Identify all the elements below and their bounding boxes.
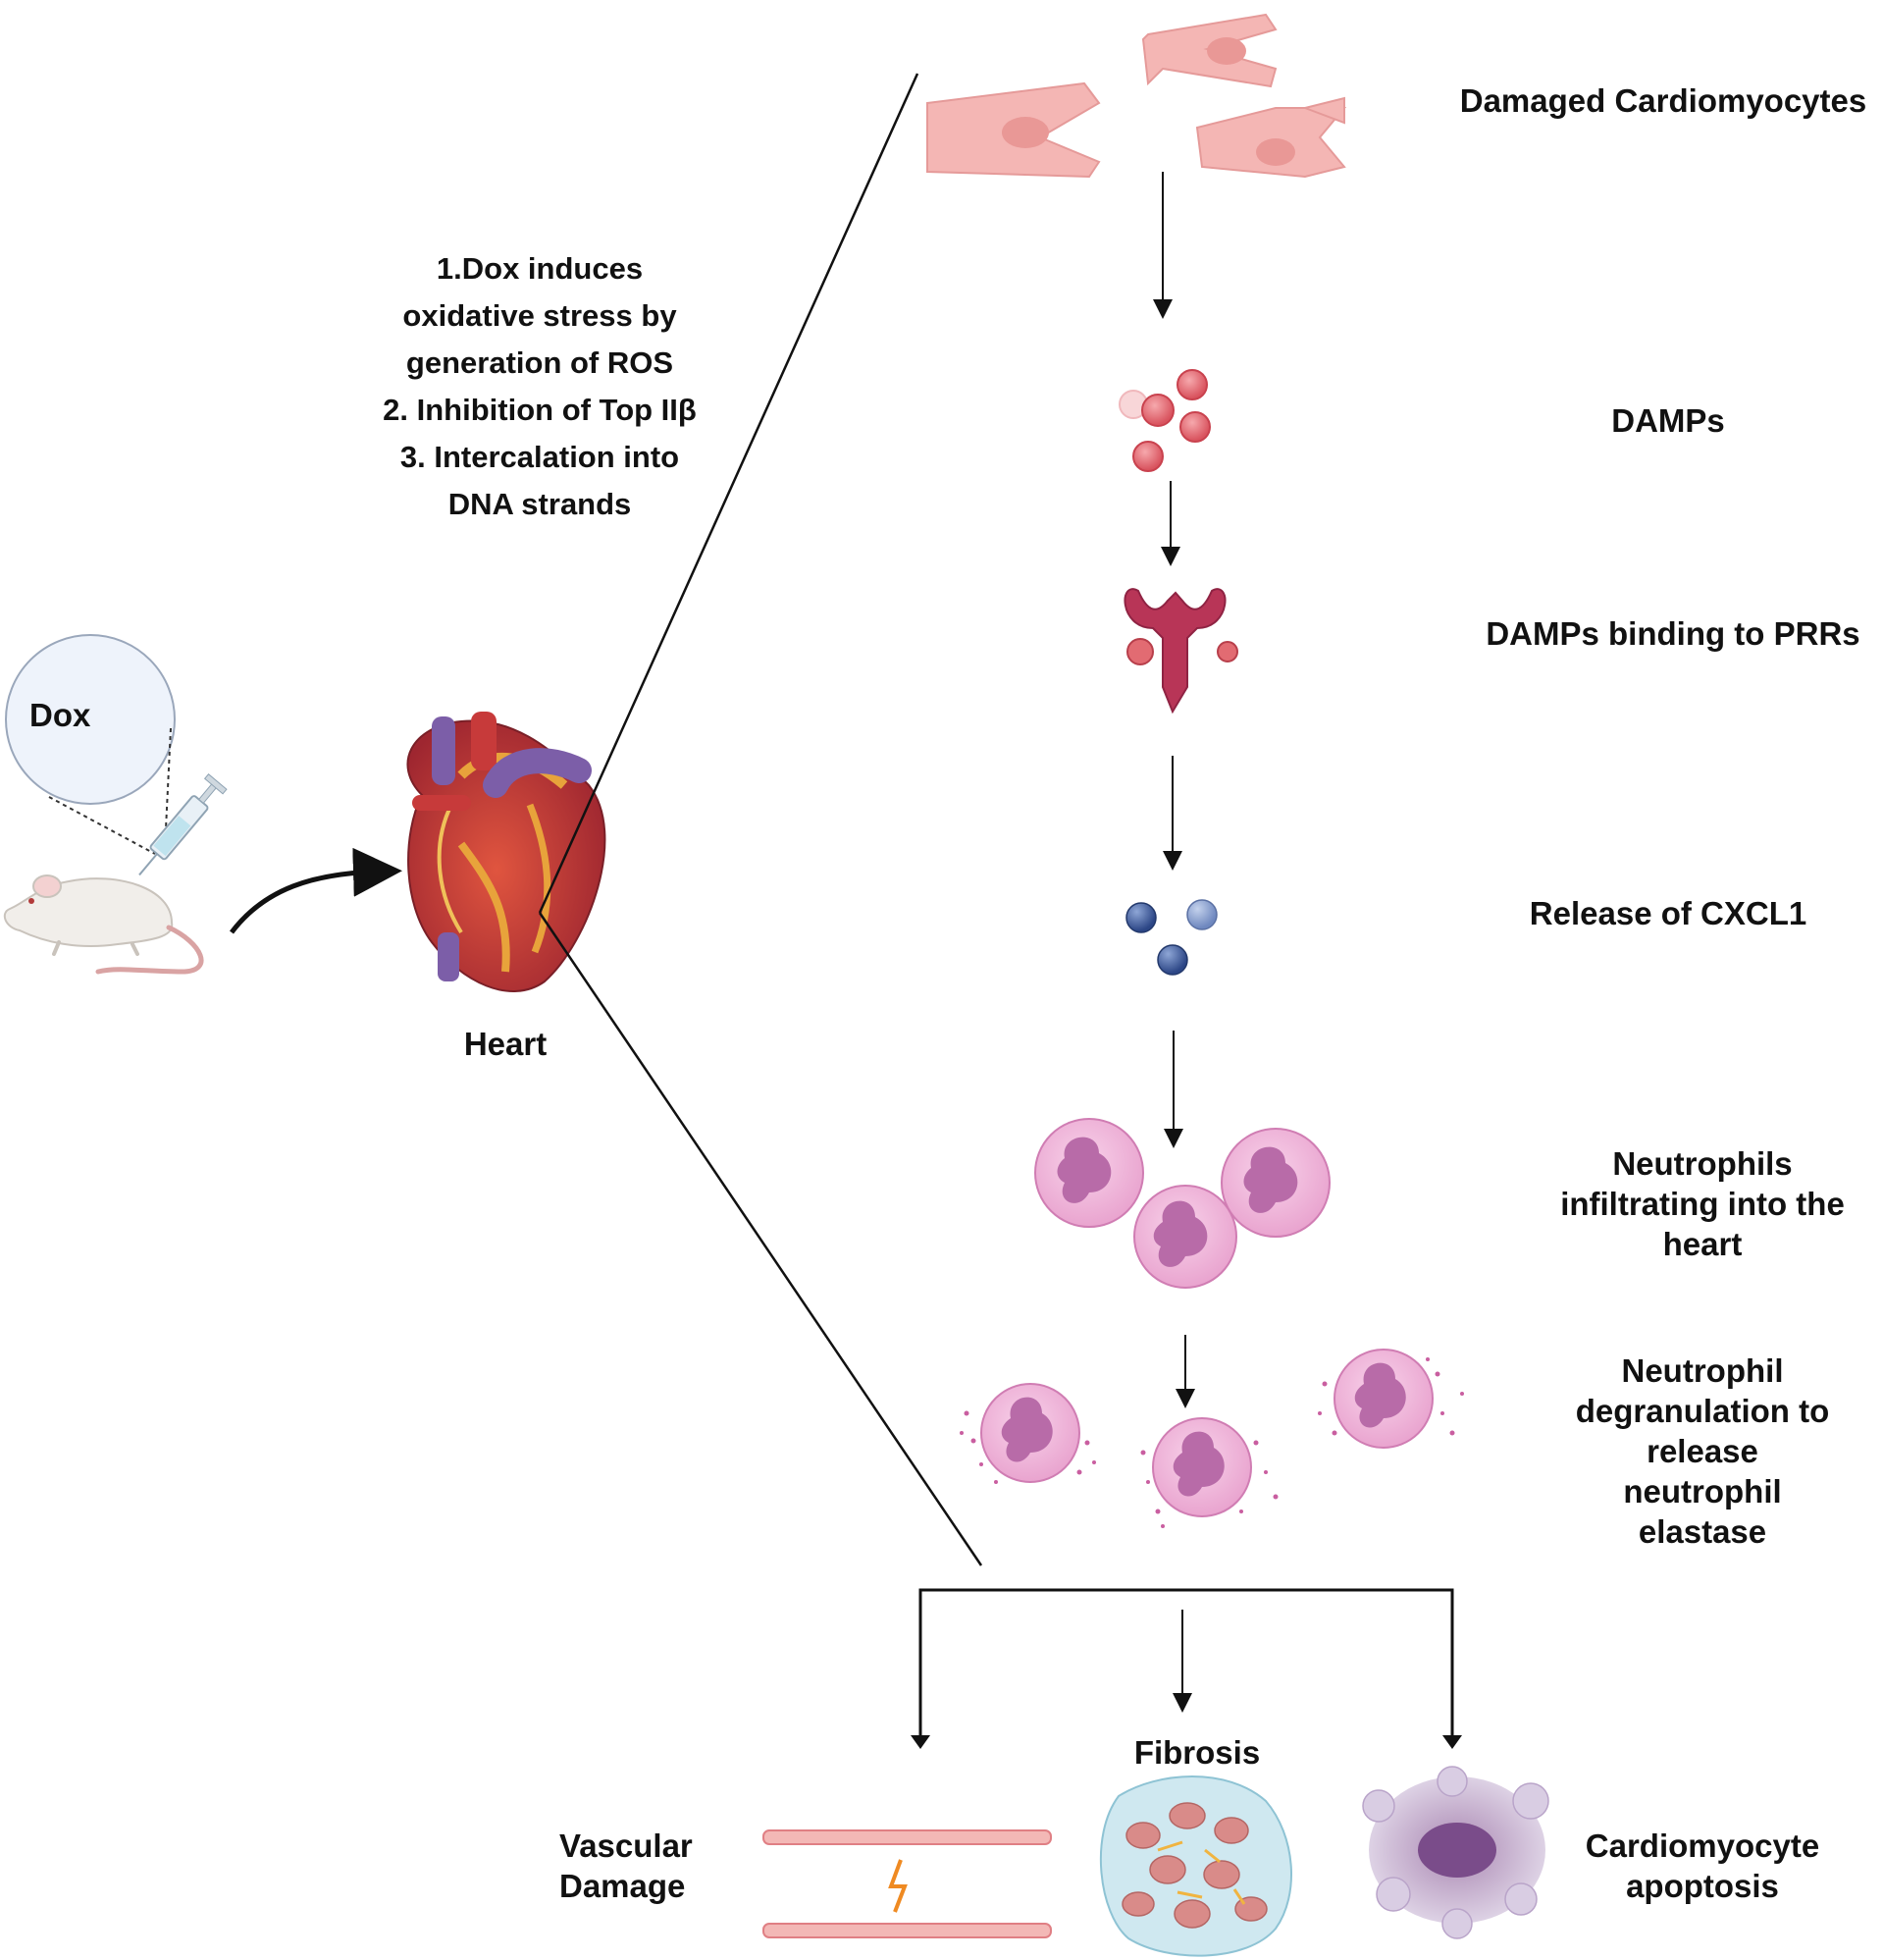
apoptosis-icon [1362, 1766, 1549, 1939]
mouse-icon [3, 874, 204, 975]
apoptosis-label: Cardiomyocyte apoptosis [1570, 1826, 1835, 1906]
neutrophils-line: Neutrophils [1612, 1145, 1793, 1182]
degranulation-line: neutrophil [1623, 1473, 1782, 1510]
dox-label: Dox [29, 697, 91, 733]
damp-particles [1119, 369, 1211, 472]
neutrophils-label: Neutrophils infiltrating into the heart [1531, 1143, 1874, 1264]
zoom-line-bottom [538, 912, 983, 1566]
apoptosis-line: apoptosis [1626, 1868, 1779, 1904]
neutrophils-line: heart [1662, 1226, 1743, 1262]
degranulation-line: Neutrophil [1621, 1352, 1784, 1389]
outcome-branches [911, 1588, 1462, 1749]
vascular-line: Vascular [559, 1828, 693, 1864]
mechanism-line: oxidative stress by [402, 298, 677, 333]
degranulation-line: elastase [1638, 1513, 1767, 1550]
degranulation-line: release [1647, 1433, 1758, 1469]
mechanism-line: DNA strands [447, 487, 632, 521]
damps-binding-label: DAMPs binding to PRRs [1486, 615, 1860, 652]
mechanism-text: 1.Dox induces oxidative stress by genera… [339, 245, 741, 528]
heart-icon [406, 712, 606, 992]
neutrophils-line: infiltrating into the [1560, 1186, 1845, 1222]
cardiomyocyte-cells [926, 13, 1347, 179]
mechanism-line: 2. Inhibition of Top IIβ [383, 393, 697, 427]
fibrosis-icon [1099, 1775, 1292, 1957]
damps-label: DAMPs [1611, 402, 1725, 439]
degranulation-label: Neutrophil degranulation to release neut… [1531, 1351, 1874, 1552]
vascular-damage-icon [762, 1829, 1052, 1938]
vascular-line: Damage [559, 1868, 686, 1904]
degranulating-neutrophils [960, 1349, 1464, 1528]
mechanism-line: 1.Dox induces [436, 251, 644, 286]
mechanism-line: 3. Intercalation into [399, 440, 680, 474]
cxcl1-particles [1125, 899, 1218, 976]
fibrosis-label: Fibrosis [1133, 1734, 1261, 1771]
heart-label: Heart [463, 1026, 548, 1062]
arrow-to-heart [230, 847, 402, 934]
zoom-line-top [538, 73, 919, 914]
mechanism-line: generation of ROS [405, 345, 674, 380]
apoptosis-line: Cardiomyocyte [1585, 1828, 1820, 1864]
prr-receptor-icon [1124, 588, 1238, 715]
damaged-cardiomyocytes-label: Damaged Cardiomyocytes [1459, 82, 1867, 119]
dox-bubble [5, 634, 176, 855]
vascular-damage-label: Vascular Damage [559, 1826, 736, 1906]
degranulation-line: degranulation to [1575, 1393, 1830, 1429]
neutrophil-cells [1034, 1118, 1331, 1289]
syringe-icon [138, 773, 228, 876]
cxcl1-label: Release of CXCL1 [1529, 895, 1807, 931]
